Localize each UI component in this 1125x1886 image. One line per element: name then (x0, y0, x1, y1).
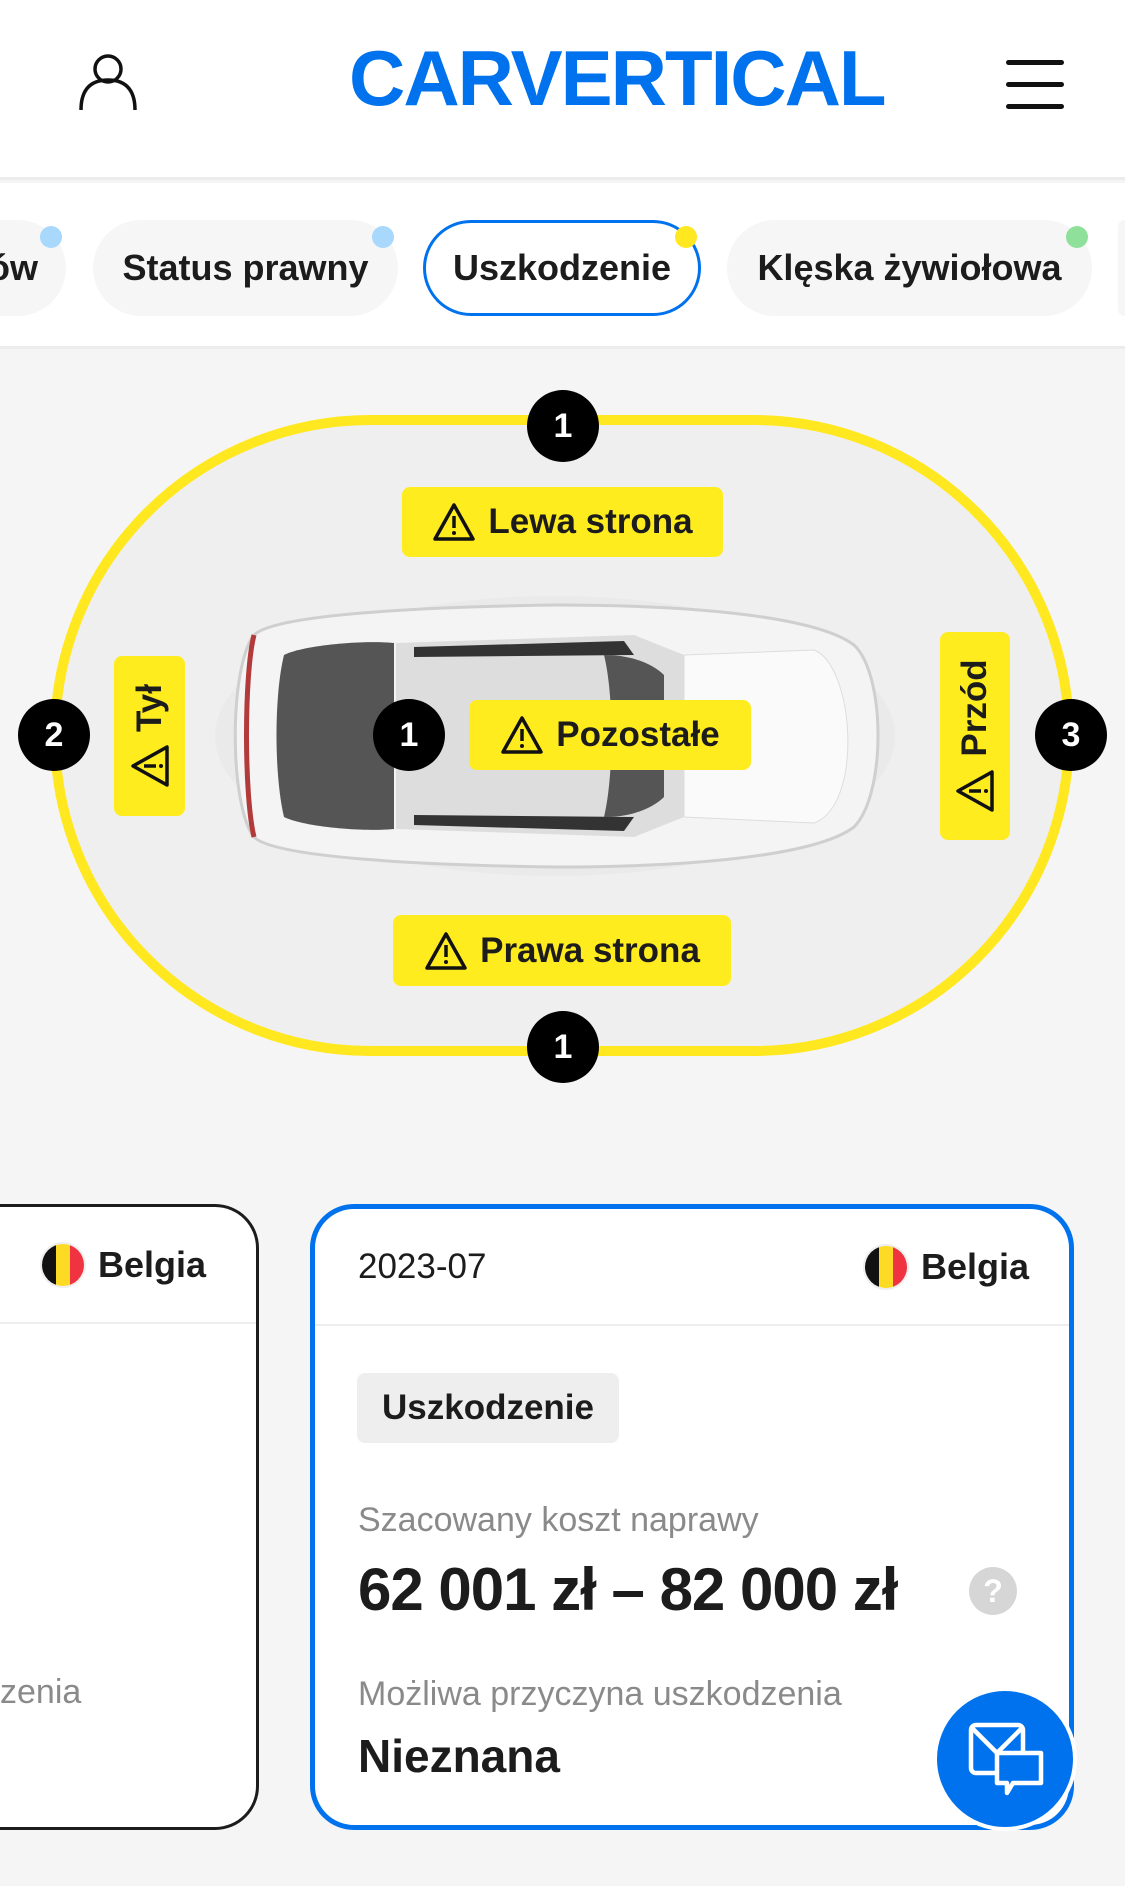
warning-icon (130, 745, 169, 787)
country-name: Belgia (920, 1246, 1029, 1287)
label-right-side[interactable]: Prawa strona (393, 915, 731, 986)
cause-label: zenia (0, 1673, 82, 1711)
tab-label: ów (0, 247, 38, 288)
status-dot (1066, 226, 1088, 248)
logo[interactable]: CARVERTICAL (349, 34, 887, 122)
damage-card-previous[interactable]: Belgia zenia (0, 1204, 259, 1830)
warning-icon (501, 716, 544, 754)
repair-cost: 62 001 zł – 82 000 zł (358, 1556, 898, 1623)
tab-kleska-zywiolowa[interactable]: Klęska żywiołowa (727, 220, 1092, 316)
damage-cause: Nieznana (358, 1730, 560, 1782)
country: Belgia (862, 1244, 1029, 1290)
tab-label: Klęska żywiołowa (757, 247, 1062, 288)
count-badge-left-side: 1 (527, 390, 599, 462)
count-badge-other: 1 (373, 699, 445, 771)
tab-next-partial[interactable] (1118, 220, 1125, 316)
label-text: Lewa strona (488, 502, 693, 541)
warning-icon (425, 931, 467, 970)
cause-label: Możliwa przyczyna uszkodzenia (358, 1675, 842, 1713)
label-other[interactable]: Pozostałe (469, 700, 751, 770)
divider (315, 1324, 1069, 1326)
warning-icon (433, 503, 476, 541)
section-tabs: ów Status prawny Uszkodzenie Klęska żywi… (0, 183, 1125, 349)
label-text: Tył (129, 684, 169, 732)
tab-partial[interactable]: ów (0, 220, 66, 316)
label-left-side[interactable]: Lewa strona (402, 487, 723, 557)
status-dot (40, 226, 62, 248)
mail-chat-icon (968, 1722, 1044, 1796)
tab-label: Uszkodzenie (452, 247, 672, 288)
help-icon[interactable]: ? (969, 1567, 1017, 1615)
status-dot (675, 226, 697, 248)
count-badge-front: 3 (1035, 699, 1107, 771)
cost-label: Szacowany koszt naprawy (358, 1501, 759, 1539)
chat-button[interactable] (933, 1687, 1077, 1831)
label-text: Przód (955, 659, 994, 757)
label-text: Prawa strona (480, 930, 700, 970)
warning-icon (956, 769, 994, 812)
country-name: Belgia (98, 1244, 207, 1285)
status-dot (372, 226, 394, 248)
belgium-flag-icon (862, 1244, 909, 1290)
user-icon[interactable] (78, 52, 138, 112)
label-rear[interactable]: Tył (114, 656, 185, 816)
label-text: Pozostałe (556, 715, 720, 754)
divider (0, 1322, 256, 1324)
tab-status-prawny[interactable]: Status prawny (93, 220, 398, 316)
label-front[interactable]: Przód (940, 632, 1010, 840)
tab-uszkodzenie[interactable]: Uszkodzenie (423, 220, 701, 316)
count-badge-right-side: 1 (527, 1011, 599, 1083)
country: Belgia (40, 1242, 206, 1288)
damage-diagram: Lewa strona Pozostałe Prawa strona Tył P… (0, 352, 1125, 1152)
top-header: CARVERTICAL (0, 0, 1125, 180)
belgium-flag-icon (40, 1242, 86, 1288)
count-badge-rear: 2 (18, 699, 90, 771)
tab-label: Status prawny (122, 247, 369, 288)
damage-type-tag: Uszkodzenie (357, 1373, 619, 1443)
damage-date: 2023-07 (358, 1247, 487, 1286)
hamburger-menu-icon[interactable] (1006, 60, 1064, 110)
